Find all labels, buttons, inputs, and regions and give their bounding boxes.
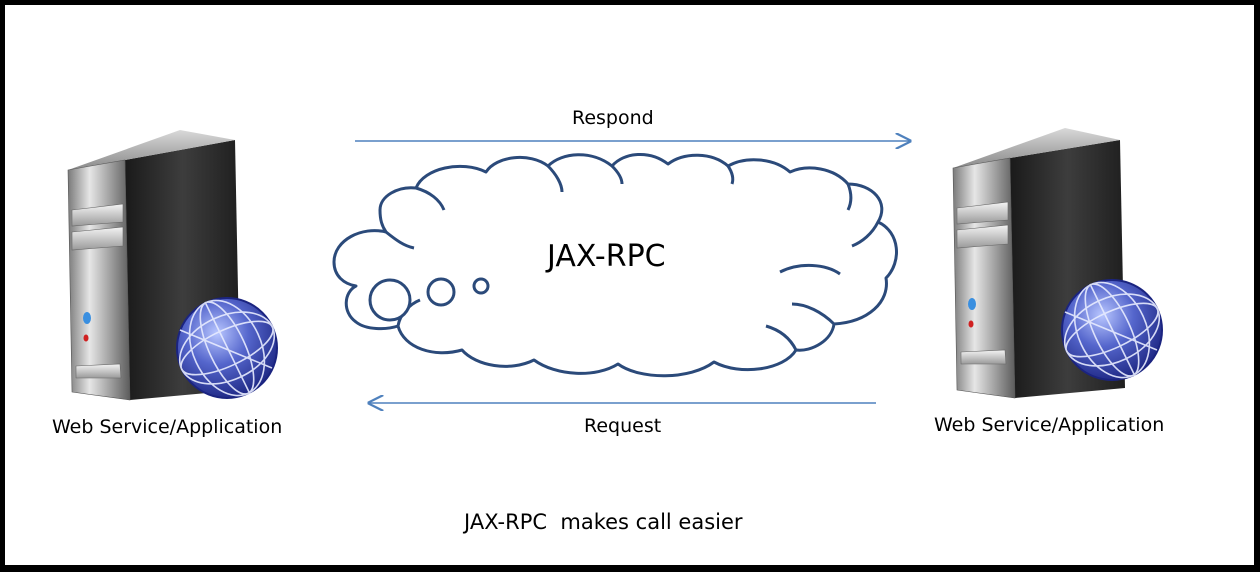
thought-cloud-icon [332, 152, 898, 378]
globe-right-icon [1061, 279, 1163, 381]
respond-arrow-label: Respond [572, 107, 654, 129]
request-arrow-label: Request [584, 415, 662, 437]
left-node-label: Web Service/Application [52, 416, 283, 438]
cloud-label: JAX-RPC [547, 239, 666, 274]
diagram-caption: JAX-RPC makes call easier [464, 510, 743, 534]
right-node-label: Web Service/Application [934, 414, 1165, 436]
globe-left-icon [176, 297, 278, 399]
